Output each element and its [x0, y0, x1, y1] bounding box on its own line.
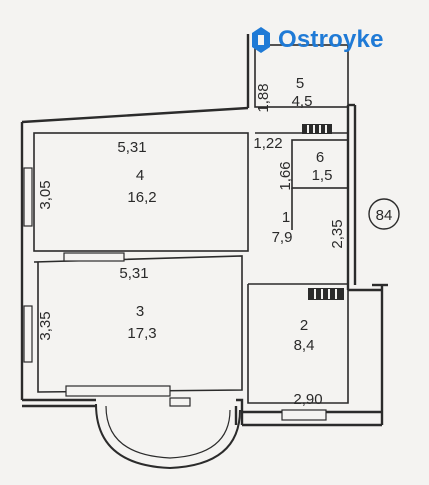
- radiator-gaps: [307, 125, 337, 299]
- radiator-room2: [308, 288, 344, 300]
- balcony: [95, 403, 241, 470]
- room5-number: 5: [296, 75, 304, 92]
- room4-width-label: 5,31: [117, 139, 146, 156]
- room6-height-label: 1,66: [277, 161, 294, 190]
- room4-height-label: 3,05: [37, 180, 54, 209]
- balcony-inner: [105, 405, 231, 459]
- room6-area: 1,5: [312, 167, 333, 184]
- room1-area: 7,9: [272, 229, 293, 246]
- brand-mark-icon: [252, 27, 270, 53]
- room3-number: 3: [136, 303, 144, 320]
- room3-width-label: 5,31: [119, 265, 148, 282]
- radiators: [302, 124, 344, 300]
- corridor-top-label: 1,22: [253, 135, 282, 152]
- brand-logo: Ostroyke: [250, 20, 384, 60]
- room2-area: 8,4: [294, 337, 315, 354]
- apartment-number: 84: [376, 207, 393, 224]
- apartment-number-circle: [368, 198, 400, 230]
- room5-area: 4,5: [292, 93, 313, 110]
- room3-height-label: 3,35: [37, 311, 54, 340]
- windows: [23, 167, 327, 421]
- room6-number: 6: [316, 149, 324, 166]
- room2-width-label: 2,90: [293, 391, 322, 408]
- brand-name: Ostroyke: [278, 26, 384, 53]
- room4-number: 4: [136, 167, 144, 184]
- outer-walls: [20, 34, 388, 427]
- room2-number: 2: [300, 317, 308, 334]
- room1-number: 1: [282, 209, 290, 226]
- room4-area: 16,2: [127, 189, 156, 206]
- inner-walls: [33, 44, 349, 404]
- corridor-side-label: 2,35: [329, 219, 346, 248]
- room3-area: 17,3: [127, 325, 156, 342]
- room5-height-label: 1,88: [255, 83, 272, 112]
- radiator-top: [302, 124, 332, 134]
